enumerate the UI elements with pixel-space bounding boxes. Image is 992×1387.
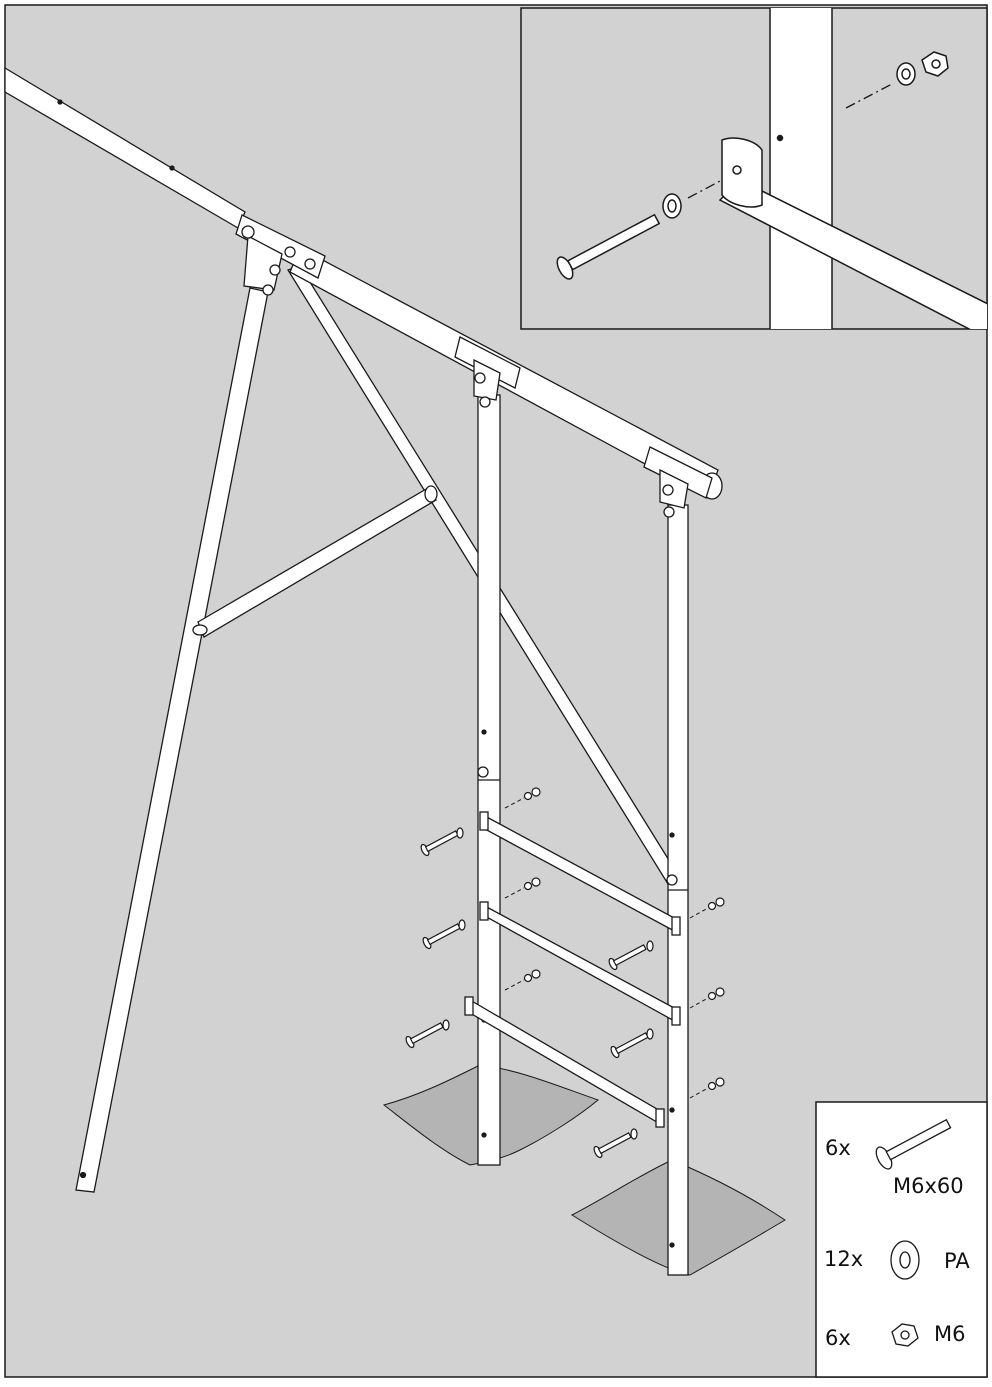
exploded-nuts [523,787,725,1091]
bolt-quantity: 6x [825,1136,851,1160]
parts-row-bolt: 6x M6x60 [825,1118,964,1198]
bolt-name: M6x60 [893,1174,964,1198]
connector-right [643,446,713,499]
connector-left [235,214,326,279]
parts-row-washer: 12x PA [824,1240,970,1280]
inset-post [769,8,833,329]
rear-post [666,504,689,1276]
a-frame-leg [75,287,269,1193]
lock-nut-icon [891,1323,919,1347]
ladder-rungs [464,811,681,1128]
parts-list-box: 6x M6x60 12x PA 6x M6 [815,1101,988,1378]
exploded-bolts [405,827,654,1159]
nut-name: M6 [934,1322,965,1346]
beam-connectors [235,214,713,518]
parts-row-nut: 6x M6 [825,1322,965,1350]
detail-inset [520,7,988,330]
washer-icon [890,1240,920,1280]
cross-brace [192,485,438,638]
connector-middle [454,336,521,389]
assembly-dash-lines [504,797,709,1099]
washer-name: PA [944,1249,970,1273]
inset-bolt [556,213,661,280]
washer-quantity: 12x [824,1247,863,1271]
front-post [477,394,501,1166]
carriage-bolt-icon [875,1118,952,1170]
nut-quantity: 6x [825,1326,851,1350]
